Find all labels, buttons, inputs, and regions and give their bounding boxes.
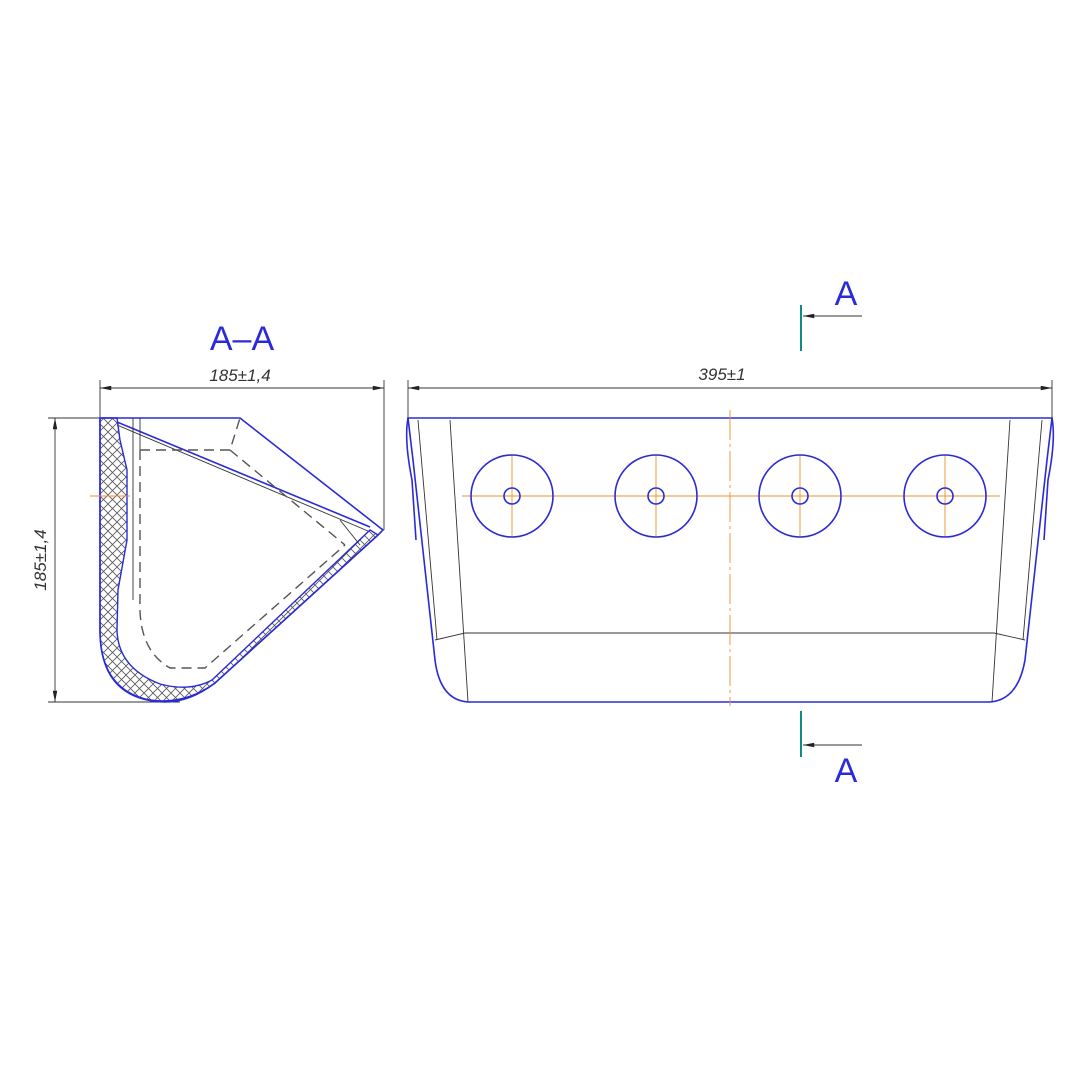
height-dimension: 185±1,4: [31, 417, 180, 703]
width-dimension-text: 185±1,4: [209, 366, 270, 385]
section-inner-edge: [116, 421, 371, 528]
length-dimension-text: 395±1: [698, 365, 745, 384]
height-dimension-text: 185±1,4: [31, 529, 50, 590]
mounting-hole: [614, 454, 698, 538]
section-title: A–A: [210, 320, 275, 358]
hidden-line: [140, 417, 241, 451]
front-view: 395±1: [405, 365, 1055, 706]
bottom-fold-line: [434, 632, 1026, 641]
mounting-hole: [903, 454, 987, 538]
section-view: A–A 185±1,4 185±1,4: [31, 320, 385, 703]
width-dimension: 185±1,4: [99, 366, 385, 530]
mounting-hole: [470, 454, 554, 538]
length-dimension: 395±1: [407, 365, 1053, 418]
section-marker-bottom-label: A: [835, 752, 858, 790]
section-wall-hatch: [99, 417, 380, 702]
section-marker-top: A: [800, 275, 862, 351]
section-marker-top-label: A: [835, 275, 858, 313]
section-marker-bottom: A: [800, 711, 862, 790]
mounting-hole: [758, 454, 842, 538]
bucket-outline: [407, 417, 1053, 703]
section-outline: [99, 417, 385, 703]
